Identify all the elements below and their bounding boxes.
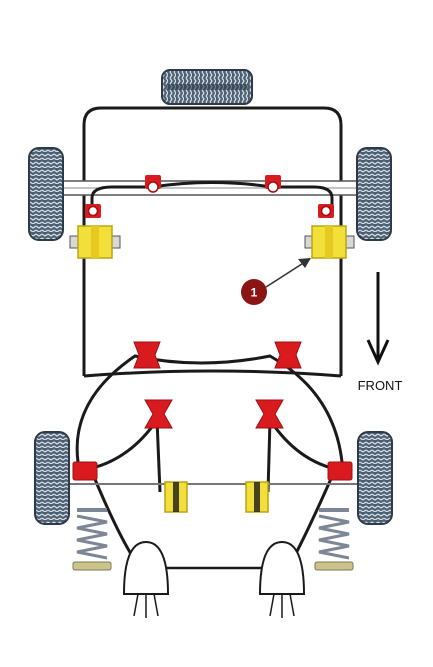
front-direction-indicator: FRONT bbox=[358, 272, 403, 393]
bushing-clamp-rear-left bbox=[145, 175, 161, 193]
callout-arrowhead bbox=[298, 258, 311, 268]
front-left-wheel bbox=[34, 431, 70, 525]
front-left-shock-absorber bbox=[122, 540, 170, 618]
anti-roll-bar-rear bbox=[90, 181, 334, 215]
bushing-front-outer-right bbox=[327, 461, 353, 481]
front-subframe bbox=[62, 354, 368, 570]
bushing-rear-shock-left bbox=[69, 225, 121, 259]
bushing-droplink-rear-right bbox=[318, 204, 334, 218]
bushing-front-link-left bbox=[164, 481, 188, 513]
rear-left-wheel bbox=[28, 147, 64, 241]
bushing-front-arb-left bbox=[133, 341, 161, 369]
front-right-link bbox=[266, 419, 272, 493]
front-left-link bbox=[155, 419, 162, 493]
front-right-coil-spring bbox=[314, 508, 354, 571]
callout-1: 1 bbox=[241, 258, 311, 305]
body-outline bbox=[82, 106, 343, 376]
bushing-droplink-rear-left bbox=[85, 204, 101, 218]
front-left-coil-spring bbox=[72, 508, 112, 571]
callout-number: 1 bbox=[251, 286, 258, 300]
front-anti-roll-bar bbox=[75, 354, 344, 463]
bushing-front-arb-right bbox=[274, 341, 302, 369]
front-right-wheel bbox=[357, 431, 393, 525]
vehicle-frame bbox=[82, 106, 343, 376]
front-arrow-head bbox=[366, 339, 390, 366]
bushing-front-outer-left bbox=[72, 461, 98, 481]
bushing-front-link-right bbox=[245, 481, 269, 513]
bushing-clamp-rear-right bbox=[265, 175, 281, 193]
spare-tire bbox=[161, 69, 253, 105]
front-crossmember bbox=[83, 369, 342, 378]
bushing-front-arm-left bbox=[144, 399, 173, 429]
rear-right-wheel bbox=[356, 147, 392, 241]
front-right-shock-absorber bbox=[258, 540, 306, 618]
bushing-rear-shock-right bbox=[304, 225, 355, 259]
callout-leader bbox=[265, 261, 306, 288]
front-label: FRONT bbox=[358, 378, 403, 393]
bushing-front-arm-right bbox=[255, 399, 284, 429]
